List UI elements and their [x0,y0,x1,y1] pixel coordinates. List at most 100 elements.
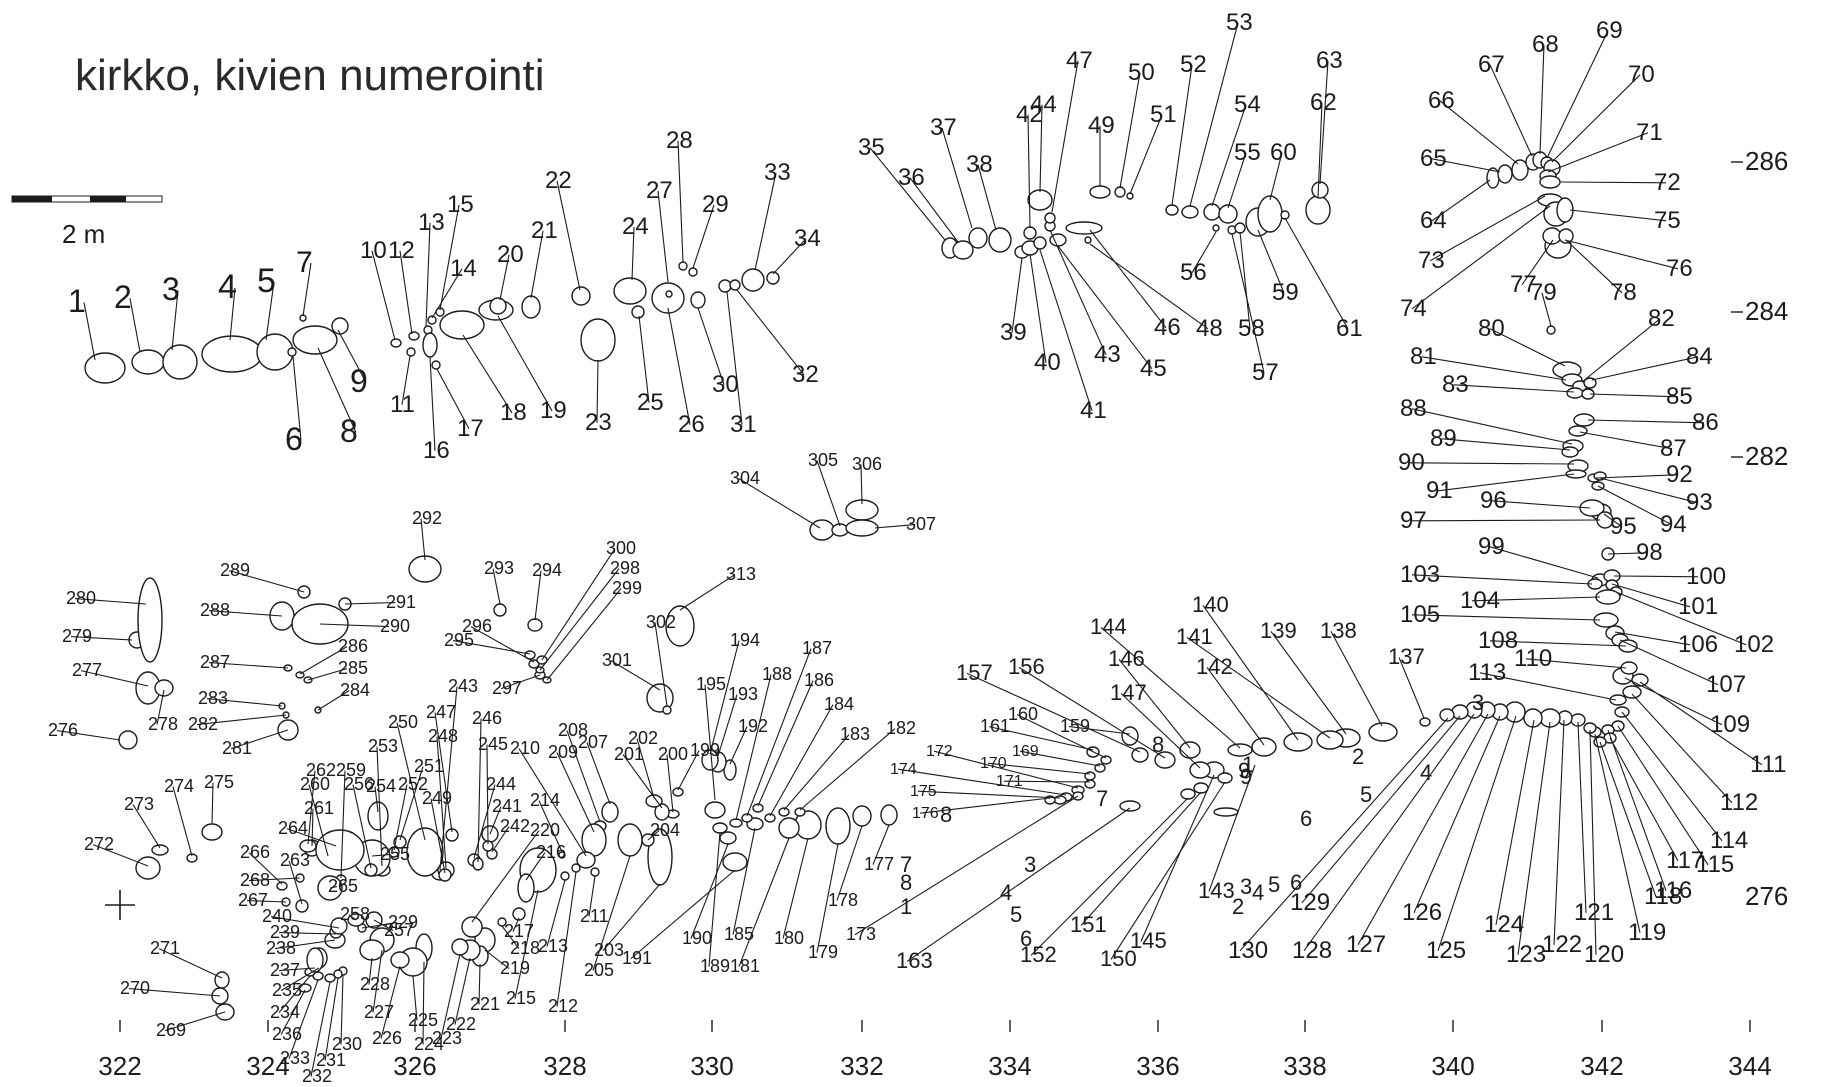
leader-142 [1206,667,1265,746]
stone-label-16: 16 [423,437,450,464]
leader-243 [439,686,458,871]
stone-label-159: 159 [1060,716,1090,736]
stone-label-117: 117 [1666,847,1704,874]
stone-25 [631,305,645,319]
leader-262 [307,770,316,845]
stone-label-91: 91 [1426,477,1453,504]
stone-label-28: 28 [666,127,693,154]
stone-label-268: 268 [240,870,270,890]
group-label: 5 [1010,902,1022,927]
stone-label-26: 26 [678,411,705,438]
stone-label-90: 90 [1398,449,1425,476]
stone-46 [1065,221,1103,235]
stone-156 [1154,751,1176,769]
stone-label-280: 280 [66,588,96,608]
stone-label-294: 294 [532,560,562,580]
stone-label-29: 29 [702,191,729,218]
stone-183 [778,807,790,817]
leader-256 [352,784,372,869]
leader-71 [1547,132,1649,173]
stone-label-57: 57 [1252,359,1279,386]
leader-113 [1479,672,1617,701]
leader-161 [988,726,1094,751]
stone-96 [1579,499,1605,517]
leader-42 [1027,114,1031,229]
leader-96 [1491,500,1591,509]
stone-188 [729,818,743,828]
leader-261 [311,808,314,847]
stone-52 [1165,204,1179,216]
stone-label-191: 191 [622,948,652,968]
stone-label-115: 115 [1696,851,1734,878]
leader-68 [1539,44,1545,155]
stone-label-251: 251 [414,756,444,776]
scale-bar-label: 2 m [62,219,105,249]
stone-304 [809,519,835,541]
stone-189 [712,822,728,834]
stone-label-86: 86 [1692,409,1719,436]
stone-label-12: 12 [388,237,415,264]
leader-30 [697,307,725,385]
stone-4 [201,335,263,373]
leader-283 [206,698,283,707]
leader-224 [422,961,425,1045]
leader-46 [1089,229,1167,329]
leader-180 [782,837,809,939]
leader-34 [772,238,807,275]
leader-227 [372,949,383,1013]
stone-label-210: 210 [510,738,540,758]
leader-259 [340,770,346,879]
stone-label-49: 49 [1088,112,1115,139]
stone-label-228: 228 [360,974,390,994]
stone-label-161: 161 [980,716,1010,736]
stone-151 [1193,782,1209,794]
stone-label-265: 265 [328,876,358,896]
stone-label-87: 87 [1660,435,1687,462]
leader-218 [501,925,520,949]
stone-label-248: 248 [428,726,458,746]
leader-121 [1577,721,1587,913]
leader-145 [1140,774,1215,942]
stone-label-202: 202 [628,728,658,748]
stone-label-98: 98 [1636,539,1663,566]
stone-223 [451,938,469,956]
leader-138 [1330,631,1383,727]
stone-138 [1368,722,1398,742]
stone-label-5: 5 [257,262,276,300]
stone-label-54: 54 [1234,91,1261,118]
stone-205 [617,823,643,857]
stone-label-270: 270 [120,978,150,998]
leader-251 [399,766,424,841]
leader-116 [1607,729,1667,891]
leader-249 [430,798,446,874]
leader-123 [1517,721,1551,955]
stone-label-42: 42 [1016,101,1043,128]
x-tick-label-334: 334 [988,1051,1031,1081]
leader-61 [1284,217,1349,330]
stone-150 [1217,772,1233,784]
stone-label-296: 296 [462,616,492,636]
x-tick-label-326: 326 [393,1051,436,1081]
leader-189 [708,831,721,967]
leader-228 [368,957,373,985]
leader-242 [491,826,510,853]
stone-label-199: 199 [690,740,720,760]
stone-24 [613,277,647,305]
stone-66 [1511,159,1529,181]
stone-8 [292,325,338,355]
leader-63 [1319,60,1329,185]
stone-label-61: 61 [1336,315,1363,342]
stone-label-130: 130 [1228,937,1268,964]
stone-label-10: 10 [360,237,387,264]
x-tick-label-332: 332 [840,1051,883,1081]
stone-263 [295,899,309,913]
stone-label-152: 152 [1020,942,1057,967]
leader-294 [534,570,542,621]
map-title: kirkko, kivien numerointi [75,51,545,100]
stone-272 [135,856,161,880]
stone-label-47: 47 [1066,47,1093,74]
stone-87 [1568,425,1588,437]
leader-274 [172,786,193,857]
leader-36 [909,177,959,243]
